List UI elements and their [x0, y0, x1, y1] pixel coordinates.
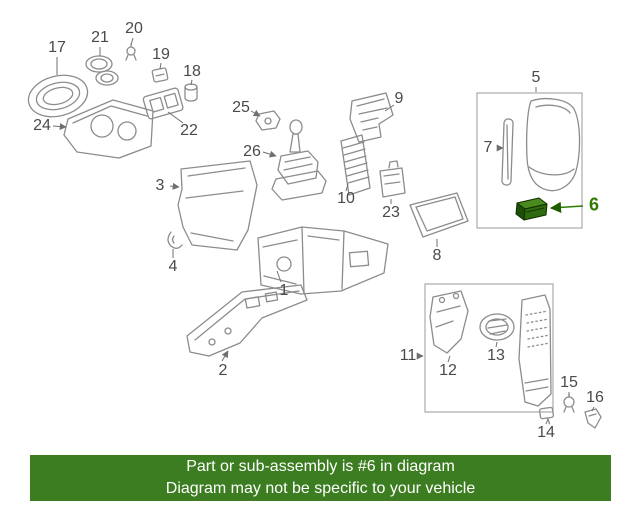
part-1-illustration	[257, 226, 389, 295]
part-label-21: 21	[91, 29, 109, 46]
part-13-illustration	[479, 313, 515, 341]
leader-line-1	[276, 270, 282, 283]
leader-line-12	[447, 355, 451, 363]
part-label-16: 16	[586, 389, 604, 406]
leader-line-10	[345, 183, 349, 192]
leader-line-24	[52, 123, 67, 131]
part-label-23: 23	[382, 204, 400, 221]
part-14-illustration	[538, 406, 555, 425]
part-23-illustration	[379, 160, 406, 198]
sub-assembly-box-5	[476, 92, 583, 229]
part-label-2: 2	[218, 362, 228, 379]
part-label-13: 13	[487, 347, 505, 364]
leader-line-19	[159, 62, 162, 70]
leader-line-2	[221, 350, 229, 362]
diagram-canvas	[27, 37, 602, 429]
part-11-side-panel-illustration	[518, 294, 552, 407]
part-6-illustration-highlighted	[515, 197, 548, 221]
part-label-24: 24	[33, 117, 51, 134]
part-label-7: 7	[483, 139, 493, 156]
part-24-illustration	[63, 99, 154, 159]
part-17-illustration	[27, 74, 89, 118]
part-25-illustration	[255, 110, 281, 131]
leader-line-16	[591, 406, 595, 412]
part-4-illustration	[167, 231, 183, 249]
leader-line-20	[130, 37, 134, 46]
part-9-illustration	[349, 92, 394, 143]
part-label-22: 22	[180, 122, 198, 139]
part-label-26: 26	[243, 143, 261, 160]
part-label-11: 11	[399, 347, 417, 364]
banner-line1: Part or sub-assembly is #6 in diagram	[186, 458, 455, 475]
leader-line-6	[549, 201, 584, 213]
part-label-15: 15	[560, 374, 578, 391]
leader-line-14	[545, 418, 549, 425]
part-label-10: 10	[337, 190, 355, 207]
leader-line-13	[495, 341, 498, 348]
part-label-14: 14	[537, 424, 555, 441]
part-label-25: 25	[232, 99, 250, 116]
banner-line2: Diagram may not be specific to your vehi…	[165, 480, 476, 497]
part-label-6-highlighted: 6	[588, 194, 600, 215]
part-26-illustration	[271, 119, 327, 201]
leader-line-9	[384, 104, 395, 112]
part-label-19: 19	[152, 46, 170, 63]
part-22-illustration	[142, 87, 184, 120]
part-2-illustration	[186, 284, 308, 357]
part-label-18: 18	[183, 63, 201, 80]
part-7-illustration	[501, 118, 514, 186]
part-3-illustration	[177, 160, 258, 251]
leader-line-26	[262, 150, 277, 158]
part-10-illustration	[340, 134, 371, 196]
part-5-illustration	[525, 98, 581, 192]
part-label-1: 1	[279, 282, 289, 299]
part-16-illustration	[584, 408, 602, 429]
part-8-illustration	[409, 192, 469, 238]
part-15-illustration	[563, 393, 575, 413]
part-label-5: 5	[531, 69, 541, 86]
part-12-illustration	[429, 290, 469, 354]
part-18-illustration	[184, 83, 198, 102]
part-label-8: 8	[432, 247, 442, 264]
part-20-illustration	[125, 43, 137, 61]
part-label-20: 20	[125, 20, 143, 37]
part-19-illustration	[151, 67, 169, 83]
part-label-3: 3	[155, 177, 165, 194]
part-label-17: 17	[48, 39, 66, 56]
part-21-illustration	[85, 55, 119, 86]
sub-assembly-box-11	[424, 283, 554, 413]
leader-line-18	[190, 79, 193, 86]
leader-line-25	[250, 109, 261, 117]
highlight-banner: Part or sub-assembly is #6 in diagram Di…	[30, 455, 611, 501]
part-label-4: 4	[168, 258, 178, 275]
leader-line-3	[169, 182, 180, 190]
leader-line-22	[167, 111, 184, 124]
part-label-12: 12	[439, 362, 457, 379]
part-label-9: 9	[394, 90, 404, 107]
